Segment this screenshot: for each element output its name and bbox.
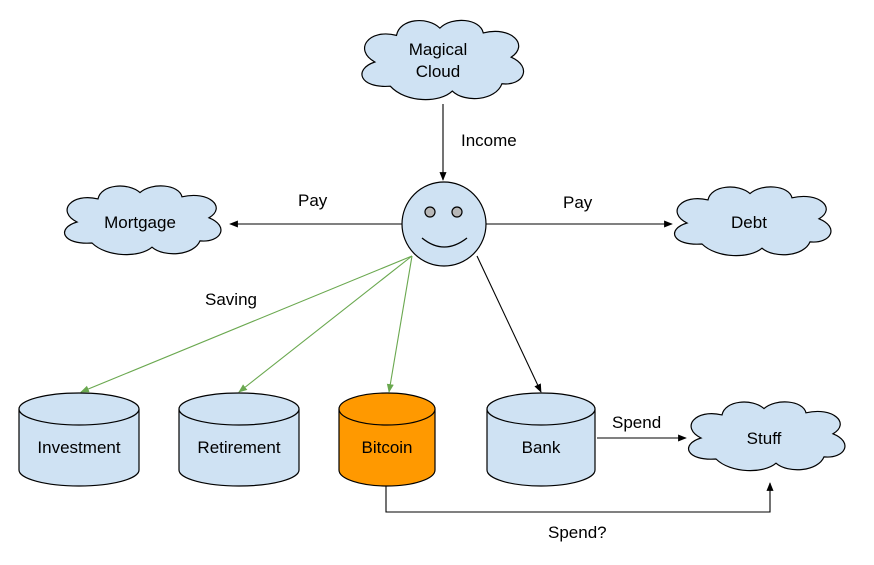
magical-cloud-label-line2: Cloud: [416, 62, 460, 81]
magical-cloud-node: [362, 20, 524, 99]
cylinder-body: [338, 409, 436, 487]
saving-retirement-arrow: [238, 255, 413, 393]
bank-node: [486, 392, 596, 487]
retirement-node: [178, 392, 300, 487]
bitcoin-node: [338, 392, 436, 487]
income-label: Income: [461, 131, 517, 150]
magical-cloud-label-line1: Magical: [409, 40, 468, 59]
smiley-face-icon: [401, 181, 487, 267]
saving-label: Saving: [205, 290, 257, 309]
mortgage-node: [65, 186, 221, 255]
cylinder-top: [338, 392, 436, 426]
spend-question-arrow: [385, 482, 774, 513]
bank-label: Bank: [522, 438, 561, 457]
spend-question-label: Spend?: [548, 523, 607, 542]
bitcoin-label: Bitcoin: [361, 438, 412, 457]
debt-label: Debt: [731, 213, 767, 232]
smile: [421, 237, 468, 248]
cloud-shape: [362, 20, 524, 99]
saving-investment-arrow: [80, 255, 413, 393]
cylinder-body: [18, 409, 140, 487]
investment-label: Investment: [37, 438, 120, 457]
investment-node: [18, 392, 140, 487]
stuff-label: Stuff: [747, 429, 782, 448]
spend-label: Spend: [612, 413, 661, 432]
left-eye: [424, 206, 436, 218]
cloud-shape: [65, 186, 221, 255]
face-circle: [401, 181, 487, 267]
bank-arrow: [476, 255, 542, 393]
cloud-shape: [689, 402, 845, 471]
cloud-shape: [675, 187, 831, 256]
retirement-label: Retirement: [197, 438, 280, 457]
cylinder-top: [178, 392, 300, 426]
cylinder-body: [178, 409, 300, 487]
right-eye: [451, 206, 463, 218]
debt-node: [675, 187, 831, 256]
stuff-node: [689, 402, 845, 471]
cylinder-top: [18, 392, 140, 426]
cylinder-top: [486, 392, 596, 426]
pay-right-label: Pay: [563, 193, 593, 212]
cylinder-body: [486, 409, 596, 487]
saving-bitcoin-arrow: [386, 255, 413, 393]
mortgage-label: Mortgage: [104, 213, 176, 232]
pay-left-label: Pay: [298, 191, 328, 210]
